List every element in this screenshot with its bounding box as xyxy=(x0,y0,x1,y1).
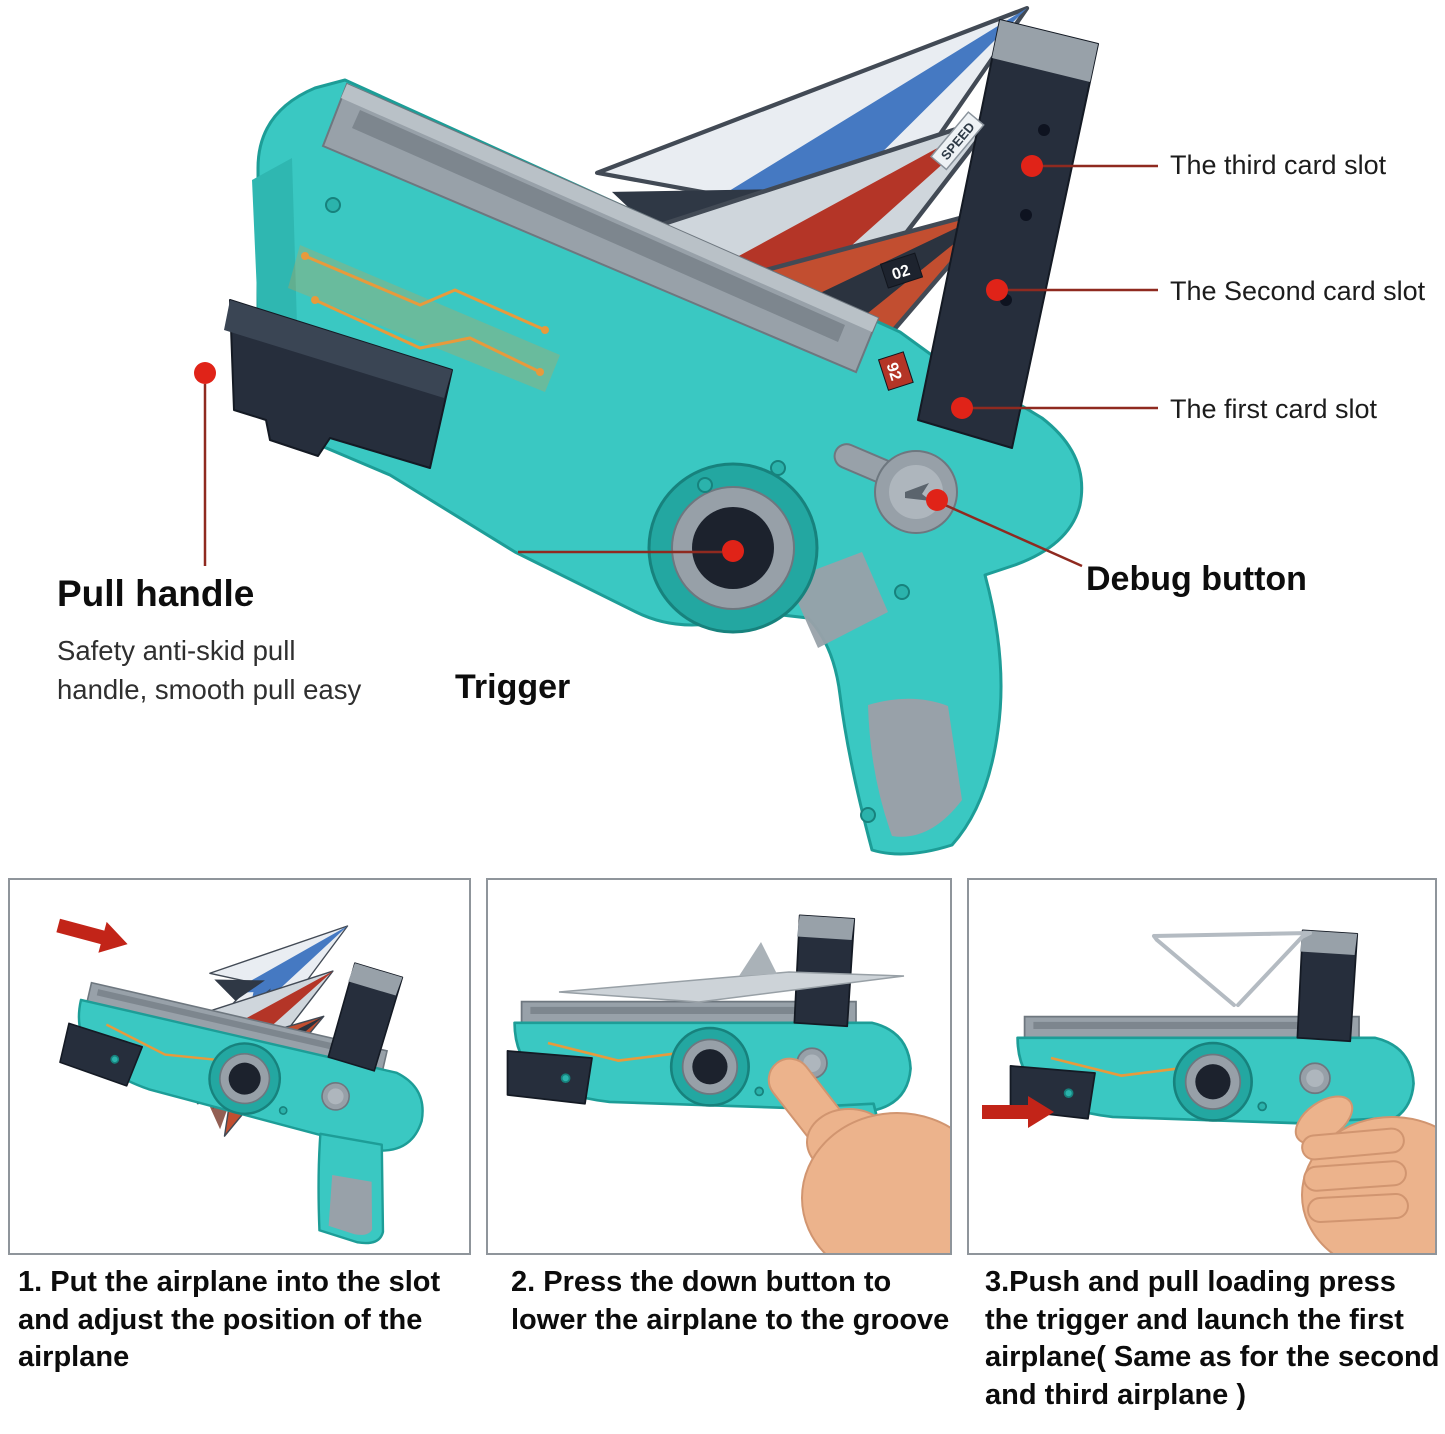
callout-dots xyxy=(194,155,1043,562)
label-trigger: Trigger xyxy=(455,668,571,706)
callout-dot-first-slot xyxy=(951,397,973,419)
step-2-panel xyxy=(486,878,952,1255)
callout-dot-third-slot xyxy=(1021,155,1043,177)
callout-dot-second-slot xyxy=(986,279,1008,301)
step-2-caption: 2. Press the down button to lower the ai… xyxy=(511,1266,950,1336)
card-slot-magazine xyxy=(917,19,1099,449)
step1-gun xyxy=(34,902,455,1252)
body-screws xyxy=(325,197,910,823)
step3-launch-frame xyxy=(1152,931,1312,1007)
product-hero-art: SPEED 02 92 xyxy=(194,0,1158,856)
label-third-card-slot: The third card slot xyxy=(1170,150,1387,180)
label-pull-handle-desc: Safety anti-skid pull handle, smooth pul… xyxy=(57,635,362,705)
plane-badge-side: 92 xyxy=(883,361,905,383)
callout-lines xyxy=(203,164,1158,568)
step1-red-arrow xyxy=(56,918,128,953)
pull-handle xyxy=(224,299,453,469)
step-3-panel xyxy=(967,878,1437,1255)
top-rail xyxy=(321,82,880,374)
step2-hand xyxy=(767,1057,950,1253)
step-3-caption: 3.Push and pull loading press the trigge… xyxy=(985,1266,1440,1412)
label-second-card-slot: The Second card slot xyxy=(1170,276,1426,306)
label-pull-handle-title: Pull handle xyxy=(57,573,255,614)
step-2-image xyxy=(506,914,950,1253)
step3-hand xyxy=(1294,1095,1435,1253)
plane-markings: SPEED 02 92 xyxy=(877,111,985,391)
callout-dot-debug-button xyxy=(926,489,948,511)
label-first-card-slot: The first card slot xyxy=(1170,394,1378,424)
plane-icon xyxy=(905,483,931,501)
step-panels xyxy=(8,878,1437,1255)
hero-diagram: SPEED 02 92 xyxy=(57,0,1426,856)
step-1-panel xyxy=(8,878,471,1255)
step2-lowered-plane xyxy=(558,942,905,1003)
plane-badge-top: 02 xyxy=(890,262,912,284)
step-3-image xyxy=(982,929,1435,1253)
callout-dot-trigger xyxy=(722,540,744,562)
step-1-caption: 1. Put the airplane into the slot and ad… xyxy=(18,1266,441,1374)
label-debug-button: Debug button xyxy=(1086,560,1307,598)
step3-red-arrow xyxy=(982,1096,1054,1128)
grip xyxy=(868,698,962,837)
callout-dot-pull-handle xyxy=(194,362,216,384)
callout-line-debug xyxy=(944,503,1083,568)
step-1-image xyxy=(34,890,455,1252)
